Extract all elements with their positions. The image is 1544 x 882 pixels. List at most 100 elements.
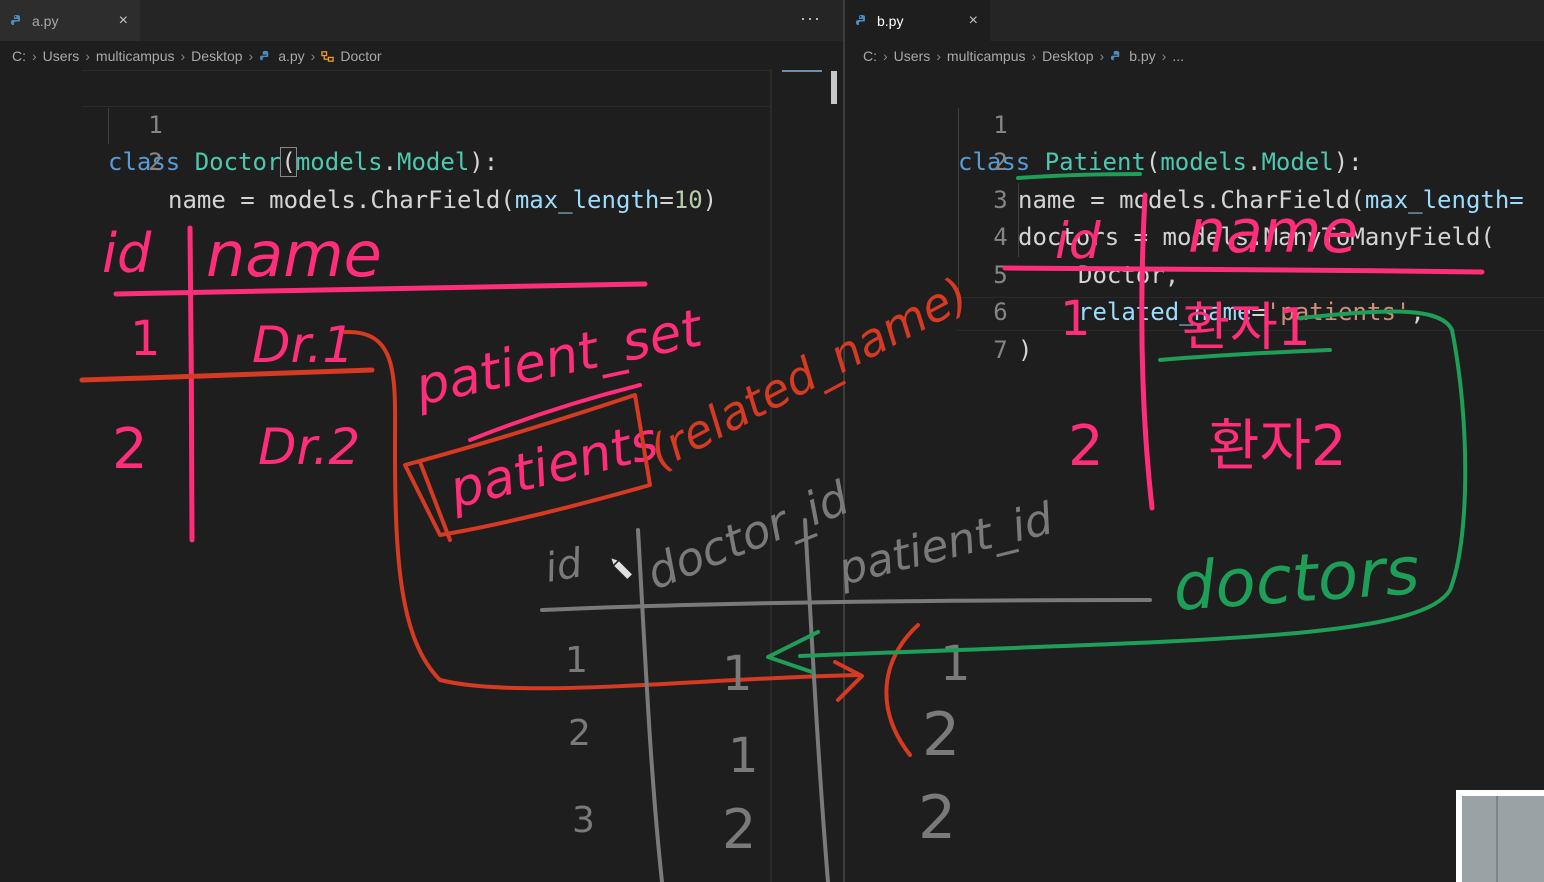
dot: . bbox=[1205, 185, 1221, 214]
breadcrumb: C: › Users › multicampus › Desktop › b.p… bbox=[863, 46, 1184, 66]
line-number: 1 bbox=[148, 110, 163, 139]
breadcrumb-users[interactable]: Users bbox=[893, 48, 931, 64]
module-name: models bbox=[1119, 185, 1206, 214]
python-file-icon bbox=[856, 14, 865, 25]
chevron-right-icon: › bbox=[1161, 48, 1167, 64]
operator: = bbox=[1075, 185, 1120, 214]
python-file-icon bbox=[1111, 50, 1120, 60]
keyword: class bbox=[108, 148, 181, 176]
close-tab-icon[interactable]: × bbox=[968, 11, 978, 29]
minimap[interactable] bbox=[782, 70, 822, 74]
tab-a-label: a.py bbox=[32, 12, 59, 29]
chevron-right-icon: › bbox=[310, 48, 316, 64]
code-text: class Doctor(models.Model): bbox=[108, 144, 498, 182]
line-number: 4 bbox=[993, 223, 1008, 251]
more-actions-icon[interactable]: ··· bbox=[800, 8, 821, 28]
line-number: 2 bbox=[148, 148, 163, 176]
function-name: CharField bbox=[370, 185, 501, 214]
function-name: CharField bbox=[1220, 185, 1351, 214]
field-name: doctors bbox=[1018, 223, 1120, 251]
breadcrumb-desktop[interactable]: Desktop bbox=[191, 48, 243, 64]
tab-b-label: b.py bbox=[877, 12, 904, 29]
close-tab-icon[interactable]: × bbox=[118, 11, 128, 29]
dot: . bbox=[355, 185, 371, 214]
code-line: 2 name = models.CharField(max_length=10) bbox=[0, 107, 843, 214]
breadcrumb-drive[interactable]: C: bbox=[12, 48, 26, 64]
code-line: 6 ) bbox=[845, 257, 1544, 364]
breadcrumb: C: › Users › multicampus › Desktop › a.p… bbox=[12, 46, 382, 66]
breadcrumb-users[interactable]: Users bbox=[42, 48, 80, 64]
code-editor[interactable]: 1 class Doctor(models.Model): 2 name = m… bbox=[0, 69, 843, 882]
class-symbol-icon bbox=[321, 50, 335, 62]
indent-guide bbox=[1018, 183, 1019, 257]
breadcrumb-multicampus[interactable]: multicampus bbox=[95, 48, 175, 64]
code-text: ) bbox=[1018, 332, 1032, 370]
code-line: 5 related_name='patients', bbox=[845, 219, 1544, 327]
webcam-overlay bbox=[1456, 790, 1544, 882]
breadcrumb-drive[interactable]: C: bbox=[863, 48, 877, 64]
dot: . bbox=[382, 148, 398, 176]
left-tab-bar: a.py × ··· bbox=[0, 0, 843, 41]
current-line-highlight bbox=[82, 70, 771, 107]
code-text: doctors = models.ManyToManyField( bbox=[1018, 219, 1495, 257]
indent-guide bbox=[958, 108, 959, 294]
code-text: name = models.CharField(max_length=10) bbox=[168, 182, 717, 220]
paren: ( bbox=[280, 147, 297, 177]
param-name: max_length= bbox=[1364, 185, 1524, 214]
scrollbar-thumb[interactable] bbox=[831, 71, 837, 104]
webcam-detail bbox=[1496, 796, 1498, 882]
right-tab-bar: b.py × bbox=[845, 0, 1544, 41]
code-line: 1 class Patient(models.Model): bbox=[845, 69, 1544, 177]
paren: ( bbox=[1350, 185, 1365, 214]
keyword: class bbox=[958, 148, 1031, 176]
chevron-right-icon: › bbox=[32, 48, 37, 64]
code-line: 3 doctors = models.ManyToManyField( bbox=[845, 144, 1544, 252]
dot: . bbox=[1249, 223, 1264, 251]
line-number: 2 bbox=[993, 148, 1008, 176]
python-file-icon bbox=[260, 50, 269, 60]
dot: . bbox=[1247, 148, 1262, 176]
number-literal: 10 bbox=[673, 185, 703, 214]
module-name: models bbox=[295, 148, 383, 176]
module-name: models bbox=[1160, 148, 1248, 176]
module-name: models bbox=[1162, 223, 1250, 251]
breadcrumb-symbol[interactable]: Doctor bbox=[340, 48, 382, 64]
field-name: name bbox=[168, 185, 226, 214]
breadcrumb-multicampus[interactable]: multicampus bbox=[946, 48, 1026, 64]
breadcrumb-ellipsis[interactable]: ... bbox=[1172, 48, 1185, 64]
chevron-right-icon: › bbox=[883, 48, 888, 64]
paren: ) bbox=[702, 185, 718, 214]
line-number: 7 bbox=[993, 335, 1008, 364]
indent-guide bbox=[108, 108, 109, 144]
paren: ): bbox=[1333, 148, 1363, 176]
right-editor-pane: b.py × C: › Users › multicampus › Deskto… bbox=[845, 0, 1544, 882]
breadcrumb-desktop[interactable]: Desktop bbox=[1042, 48, 1094, 64]
left-editor-pane: a.py × ··· C: › Users › multicampus › De… bbox=[0, 0, 843, 882]
code-text: name = models.CharField(max_length= bbox=[1018, 182, 1524, 220]
python-file-icon bbox=[11, 14, 20, 25]
field-name: name bbox=[1018, 185, 1076, 214]
chevron-right-icon: › bbox=[85, 48, 90, 64]
chevron-right-icon: › bbox=[936, 48, 941, 64]
tab-a-py[interactable]: a.py × bbox=[0, 0, 140, 41]
class-name: Patient bbox=[1044, 148, 1146, 176]
class-name: Doctor bbox=[194, 148, 282, 176]
module-name: models bbox=[269, 185, 356, 214]
code-editor[interactable]: 1 class Patient(models.Model): 2 name = … bbox=[845, 69, 1544, 882]
code-line: 2 name = models.CharField(max_length= bbox=[845, 107, 1544, 214]
code-line: 1 class Doctor(models.Model): bbox=[0, 69, 843, 177]
tab-b-py[interactable]: b.py × bbox=[845, 0, 990, 41]
chevron-right-icon: › bbox=[248, 48, 254, 64]
code-line: 4 Doctor, bbox=[845, 182, 1544, 289]
code-line: 7 bbox=[845, 294, 1544, 364]
paren: ( bbox=[500, 185, 515, 214]
param-name: max_length bbox=[514, 185, 660, 214]
line-number: 3 bbox=[993, 185, 1008, 214]
webcam-image bbox=[1462, 796, 1544, 882]
paren: ) bbox=[1018, 335, 1033, 364]
breadcrumb-file[interactable]: a.py bbox=[278, 48, 305, 64]
breadcrumb-file[interactable]: b.py bbox=[1129, 48, 1156, 64]
base-class: Model bbox=[1261, 148, 1334, 176]
operator: = bbox=[659, 185, 674, 214]
line-number: 1 bbox=[993, 110, 1008, 139]
